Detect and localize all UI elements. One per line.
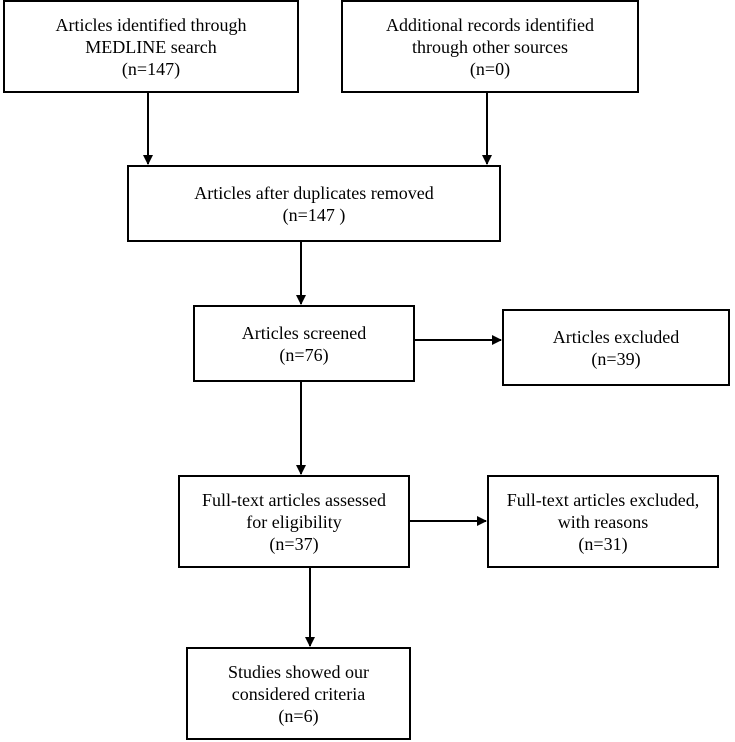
articles-screened-box: Articles screened (n=76) <box>193 305 415 382</box>
box-count: (n=0) <box>469 58 511 79</box>
box-count: (n=31) <box>578 533 628 554</box>
fulltext-excluded-box: Full-text articles excluded, with reason… <box>487 475 719 568</box>
box-line: considered criteria <box>231 683 366 704</box>
included-studies-box: Studies showed our considered criteria (… <box>186 647 411 740</box>
articles-excluded-box: Articles excluded (n=39) <box>502 309 730 386</box>
box-line: MEDLINE search <box>85 36 217 57</box>
box-line: Full-text articles assessed <box>202 489 386 510</box>
box-line: Studies showed our <box>228 661 369 682</box>
box-count: (n=37) <box>269 533 319 554</box>
box-count: (n=39) <box>591 348 641 369</box>
box-count: (n=6) <box>278 705 319 726</box>
fulltext-assessed-box: Full-text articles assessed for eligibil… <box>178 475 410 568</box>
other-sources-box: Additional records identified through ot… <box>341 0 639 93</box>
box-line: Additional records identified <box>386 14 594 35</box>
duplicates-removed-box: Articles after duplicates removed (n=147… <box>127 165 501 242</box>
box-line: Articles identified through <box>55 14 247 35</box>
box-count: (n=147 ) <box>282 204 346 225</box>
box-line: Full-text articles excluded, <box>506 489 700 510</box>
box-line: Articles excluded <box>552 326 680 347</box>
box-line: Articles screened <box>241 322 367 343</box>
box-line: with reasons <box>557 511 649 532</box>
box-count: (n=76) <box>279 344 329 365</box>
box-line: for eligibility <box>246 511 342 532</box>
box-line: through other sources <box>412 36 568 57</box>
medline-search-box: Articles identified through MEDLINE sear… <box>3 0 299 93</box>
box-count: (n=147) <box>121 58 181 79</box>
box-line: Articles after duplicates removed <box>194 182 434 203</box>
